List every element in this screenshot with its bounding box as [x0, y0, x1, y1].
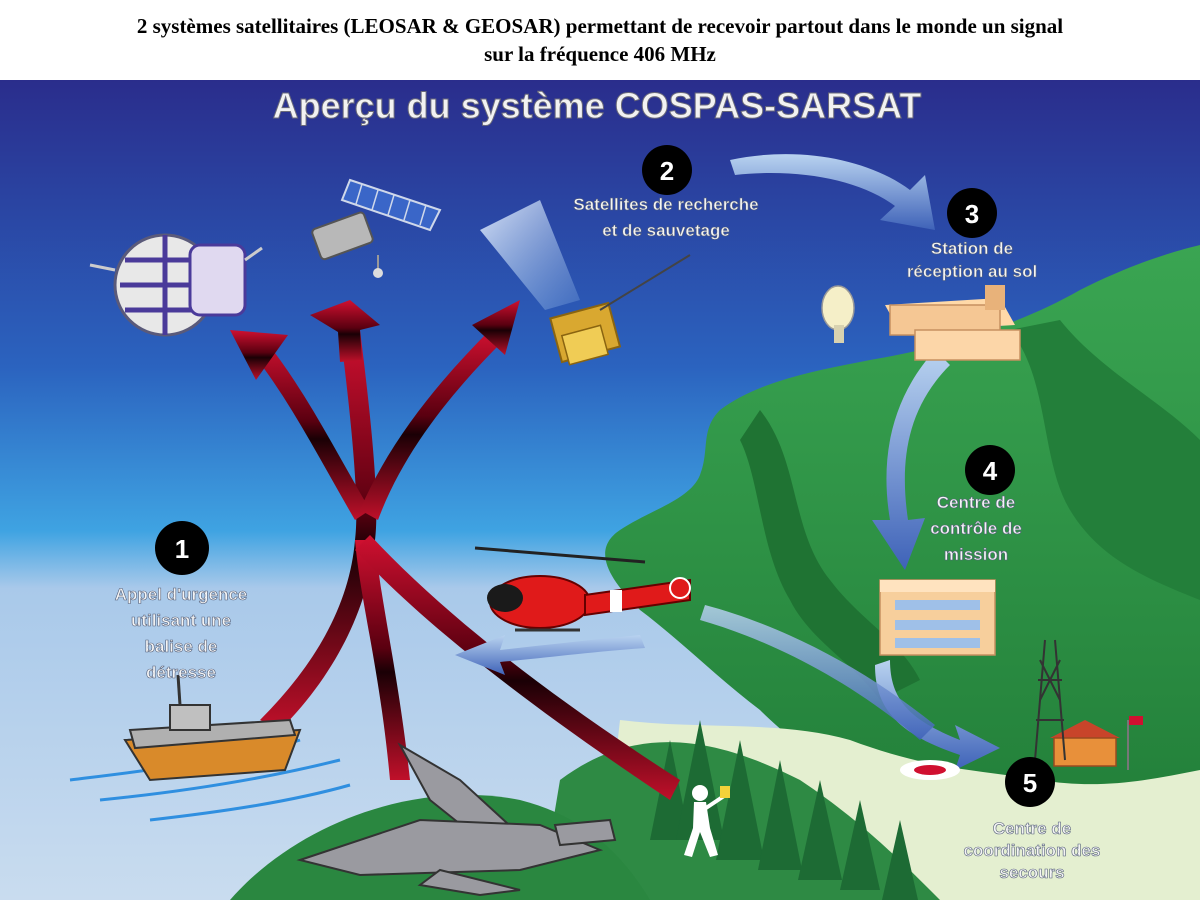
step-2-label-line-2: et de sauvetage — [602, 221, 730, 240]
figure-caption: 2 systèmes satellitaires (LEOSAR & GEOSA… — [0, 0, 1200, 80]
step-5-label-line-3: secours — [999, 863, 1064, 882]
step-2-number: 2 — [660, 156, 674, 186]
step-4-label-line-1: Centre de — [937, 493, 1015, 512]
caption-line-2: sur la fréquence 406 MHz — [0, 40, 1200, 68]
landing-target — [900, 760, 960, 780]
step-4-label-line-3: mission — [944, 545, 1008, 564]
step-5-number: 5 — [1023, 768, 1037, 798]
step-1-label-line-1: Appel d'urgence — [115, 585, 248, 604]
caption-line-1: 2 systèmes satellitaires (LEOSAR & GEOSA… — [0, 12, 1200, 40]
step-3-number: 3 — [965, 199, 979, 229]
step-3-label-line-2: réception au sol — [907, 262, 1037, 281]
step-4-number: 4 — [983, 456, 998, 486]
mission-control-building — [880, 580, 995, 655]
step-3-label-line-1: Station de — [931, 239, 1013, 258]
step-5-label-line-2: coordination des — [964, 841, 1101, 860]
step-5-label-line-1: Centre de — [993, 819, 1071, 838]
step-1-label-line-4: détresse — [146, 663, 216, 682]
step-1-label-line-3: balise de — [145, 637, 218, 656]
step-4-label-line-2: contrôle de — [930, 519, 1022, 538]
step-2-label-line-1: Satellites de recherche — [573, 195, 758, 214]
cospas-sarsat-diagram: Aperçu du système COSPAS-SARSAT 1 Appel … — [0, 80, 1200, 900]
diagram-title: Aperçu du système COSPAS-SARSAT — [273, 85, 922, 126]
step-1-label-line-2: utilisant une — [131, 611, 231, 630]
step-1-number: 1 — [175, 534, 189, 564]
